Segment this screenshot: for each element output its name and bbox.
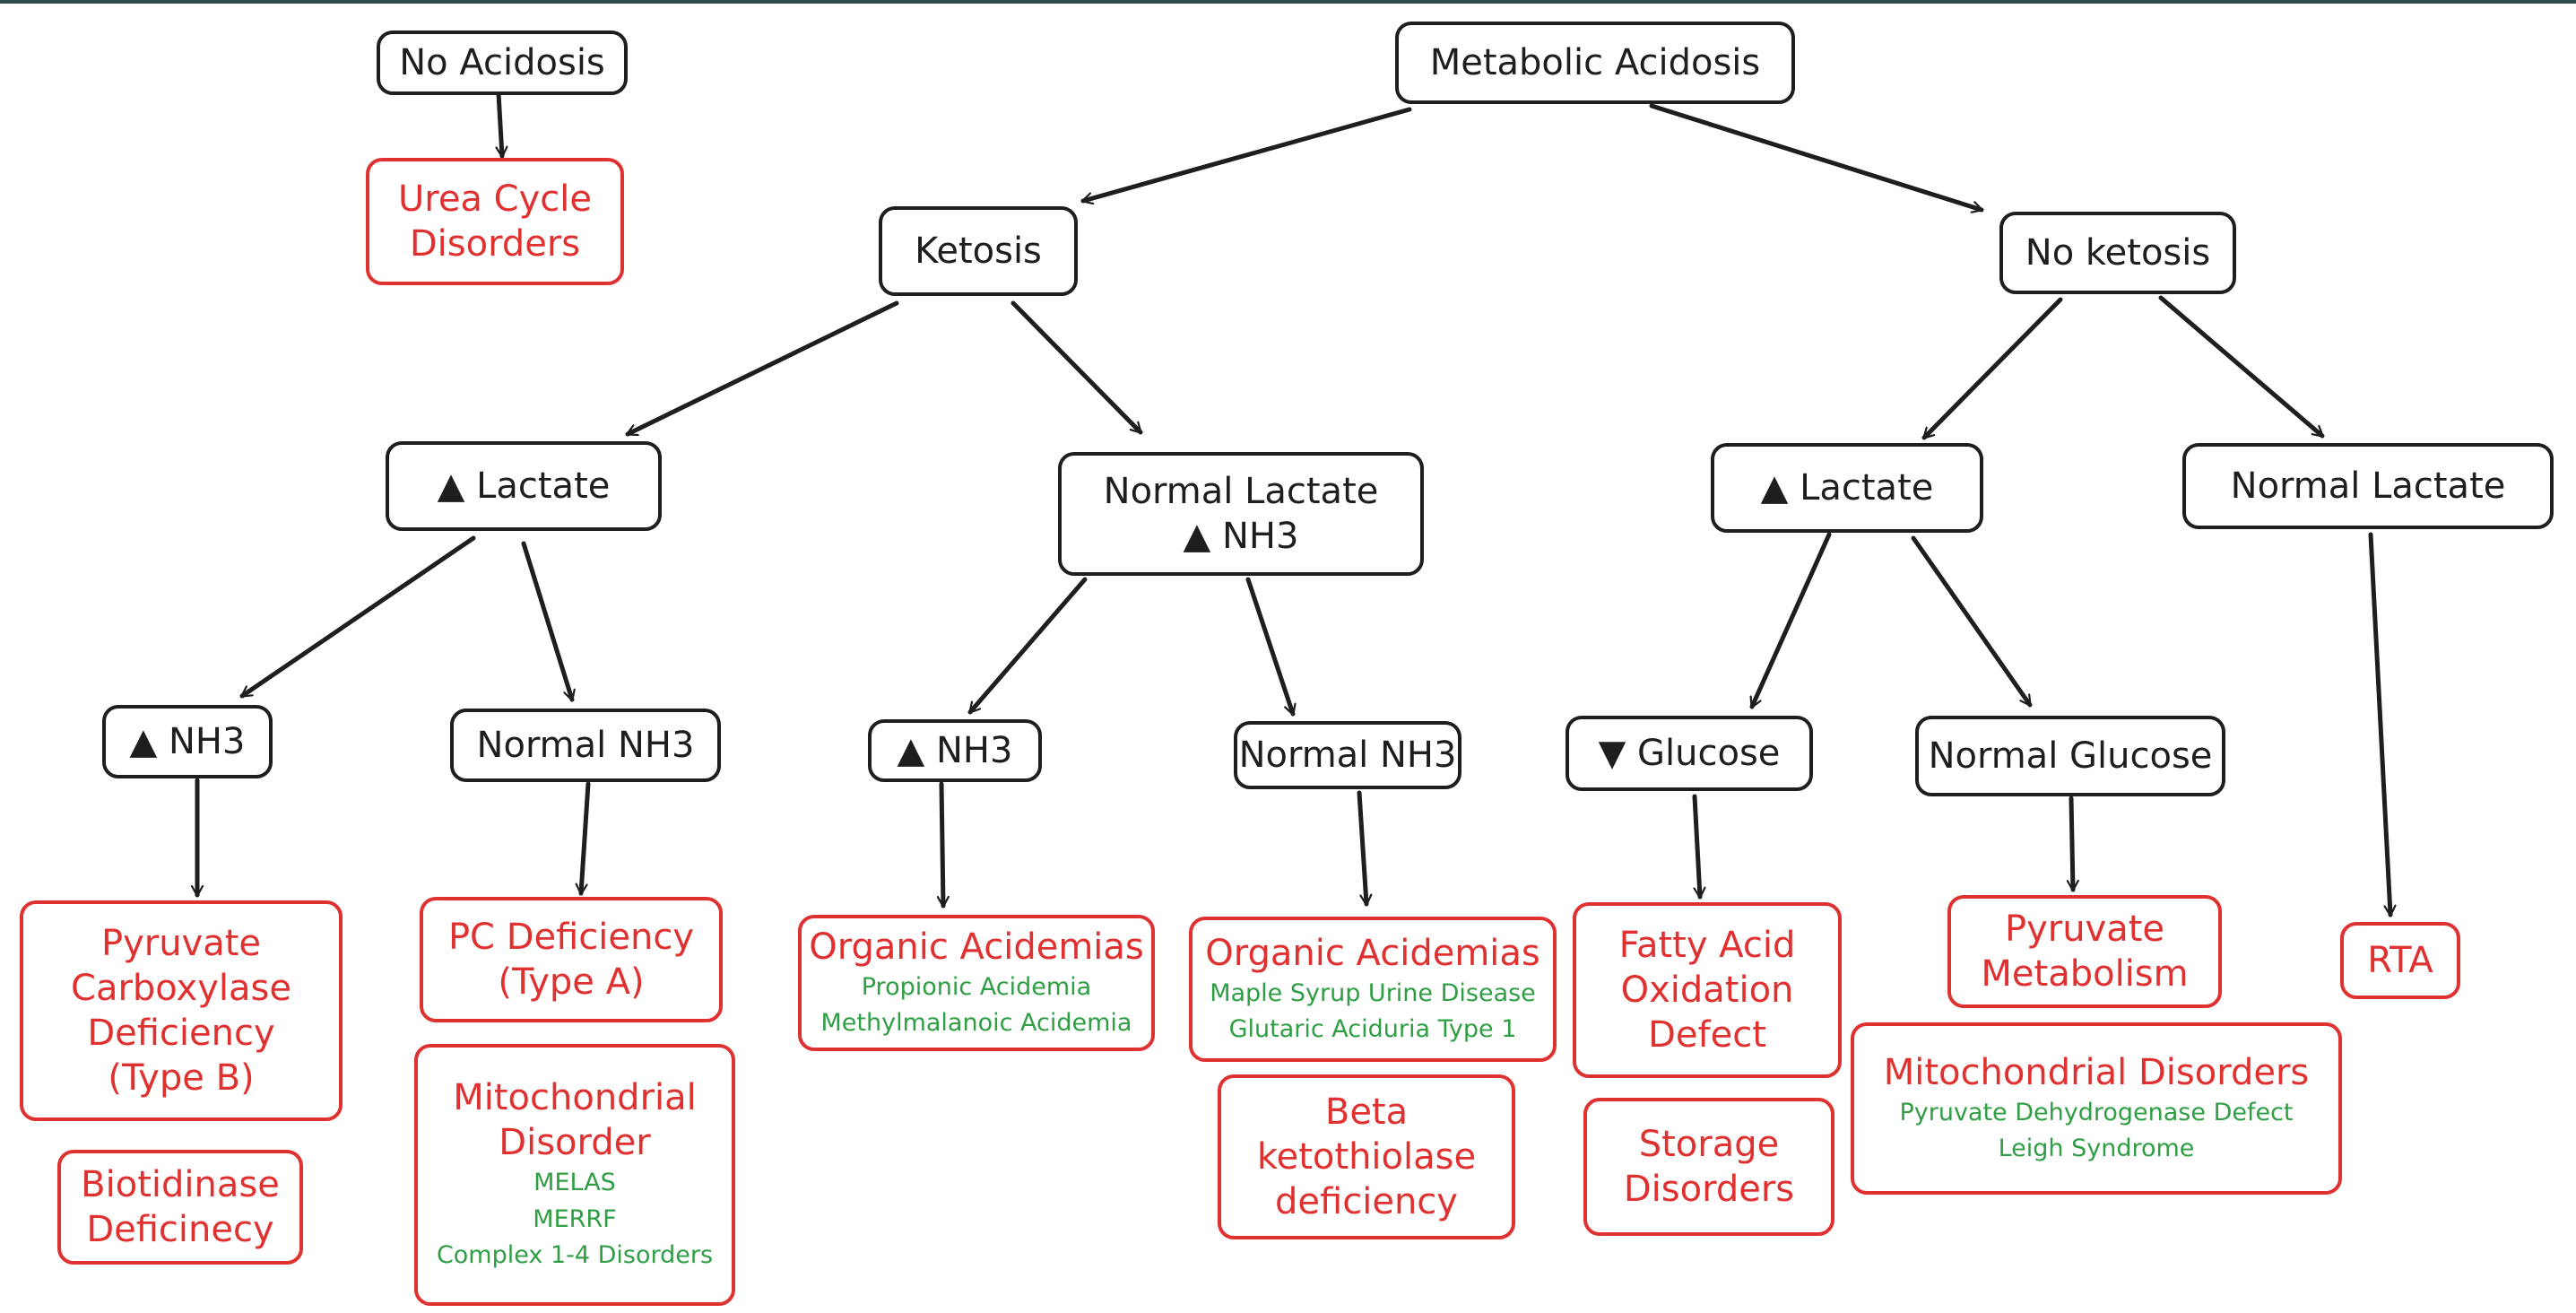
edge-normalnh3-to-pcdeficiency — [581, 781, 591, 896]
ketosis-node: Ketosis — [879, 206, 1078, 296]
node-label-line: Deficinecy — [86, 1209, 274, 1250]
no-ketosis-node: No ketosis — [1999, 212, 2236, 294]
node-label-line: Organic Acidemias — [809, 926, 1144, 968]
normal-lactate-normal-nh3-node: Normal NH3 — [1234, 721, 1461, 789]
node-label-line: Biotidinase — [81, 1164, 280, 1205]
node-label-line: (Type A) — [498, 961, 645, 1003]
edge-highlactate-to-highnh3 — [239, 535, 476, 699]
node-label-line: Carboxylase — [71, 968, 291, 1009]
no-ketosis-normal-lactate-node: Normal Lactate — [2182, 443, 2554, 529]
edge-highlactate-to-lowglucose — [1749, 532, 1832, 709]
edge-noketosis-to-highlactate — [1921, 297, 2063, 440]
pc-deficiency-type-a-node: PC Deficiency(Type A) — [420, 897, 723, 1022]
edge-highlactate-to-normalglucose — [1911, 535, 2033, 708]
high-lactate-high-nh3-node: ▲ NH3 — [102, 705, 273, 778]
node-detail-line: MELAS — [533, 1169, 616, 1197]
edge-metabolic-to-noketosis — [1649, 103, 1984, 210]
node-label-line: Normal Lactate — [1103, 471, 1379, 512]
window-top-border — [0, 0, 2576, 4]
edge-normallactate-to-highnh3 — [967, 577, 1088, 715]
node-label-line: Metabolic Acidosis — [1429, 42, 1761, 83]
edge-noacidosis-to-urea — [499, 91, 502, 159]
edge-normalglucose-to-pyruvatemetabolism — [2071, 796, 2073, 892]
edge-ketosis-to-highlactate — [625, 300, 899, 437]
node-detail-line: Pyruvate Dehydrogenase Defect — [1899, 1098, 2294, 1126]
edge-normallactate-to-rta — [2368, 532, 2390, 917]
rta-node: RTA — [2340, 922, 2460, 999]
node-label-line: ▲ NH3 — [897, 730, 1013, 771]
node-label-line: PC Deficiency — [447, 917, 695, 958]
edge-metabolic-to-ketosis — [1080, 107, 1412, 201]
node-label-line: Oxidation — [1620, 970, 1794, 1011]
node-label-line: ketothiolase — [1256, 1136, 1477, 1178]
node-label-line: Urea Cycle — [398, 178, 592, 220]
node-detail-line: Propionic Acidemia — [861, 972, 1092, 1001]
node-label-line: ▲ Lactate — [437, 465, 611, 507]
node-label-line: Ketosis — [915, 230, 1042, 272]
node-label-line: Mitochondrial — [453, 1077, 697, 1119]
edge-highlactate-to-normalnh3 — [521, 541, 572, 702]
node-label-line: Metabolism — [1981, 953, 2189, 995]
node-label-line: Storage — [1638, 1124, 1780, 1165]
node-label-line: Normal Lactate — [2230, 465, 2506, 507]
node-label-line: ▲ NH3 — [1183, 516, 1299, 557]
node-label-line: Organic Acidemias — [1205, 932, 1540, 974]
node-label-line: Pyruvate — [2004, 909, 2165, 950]
edge-normalnh3-to-organicacidemias — [1357, 790, 1366, 907]
node-label-line: (Type B) — [108, 1057, 255, 1099]
node-detail-line: Leigh Syndrome — [1998, 1135, 2195, 1162]
normal-lactate-high-nh3-node: ▲ NH3 — [868, 719, 1042, 782]
node-label-line: Pyruvate — [100, 923, 262, 964]
node-detail-line: Glutaric Aciduria Type 1 — [1228, 1015, 1517, 1043]
ketosis-normal-lactate-high-nh3-node: Normal Lactate▲ NH3 — [1058, 452, 1424, 576]
node-label-line: No ketosis — [2025, 232, 2211, 274]
node-label-line: deficiency — [1275, 1181, 1458, 1222]
no-ketosis-high-lactate-node: ▲ Lactate — [1711, 443, 1983, 533]
node-detail-line: MERRF — [533, 1204, 617, 1233]
node-label-line: Normal NH3 — [476, 725, 695, 766]
node-label-line: Normal Glucose — [1928, 735, 2213, 777]
no-acidosis-node: No Acidosis — [377, 30, 628, 95]
node-label-line: Defect — [1648, 1014, 1766, 1056]
node-label-line: Disorders — [1623, 1169, 1795, 1210]
node-label-line: RTA — [2367, 940, 2433, 981]
node-label-line: ▲ Lactate — [1760, 467, 1934, 509]
edge-lowglucose-to-fattyacid — [1692, 794, 1700, 900]
node-label-line: No Acidosis — [399, 42, 605, 83]
node-label-line: ▼ Glucose — [1598, 733, 1781, 774]
node-label-line: Fatty Acid — [1618, 925, 1796, 966]
node-detail-line: Methylmalanoic Acidemia — [820, 1009, 1132, 1037]
low-glucose-node: ▼ Glucose — [1566, 716, 1813, 791]
node-detail-line: Complex 1-4 Disorders — [436, 1241, 714, 1270]
node-label-line: Normal NH3 — [1238, 735, 1457, 776]
node-label-line: Disorder — [499, 1122, 651, 1164]
node-detail-line: Maple Syrup Urine Disease — [1210, 978, 1536, 1007]
edge-highnh3-to-organicacidemias — [941, 781, 943, 909]
edge-normallactate-to-normalnh3 — [1245, 577, 1293, 717]
node-label-line: Disorders — [409, 223, 581, 265]
node-label-line: Deficiency — [87, 1013, 275, 1054]
edge-noketosis-to-normallactate — [2158, 295, 2325, 439]
edge-ketosis-to-normallactate — [1010, 300, 1143, 435]
high-lactate-normal-nh3-node: Normal NH3 — [450, 709, 721, 782]
ketosis-high-lactate-node: ▲ Lactate — [386, 441, 662, 531]
metabolic-acidosis-node: Metabolic Acidosis — [1395, 22, 1795, 104]
node-label-line: ▲ NH3 — [129, 721, 246, 762]
normal-glucose-node: Normal Glucose — [1915, 716, 2225, 796]
node-label-line: Beta — [1324, 1091, 1409, 1133]
node-label-line: Mitochondrial Disorders — [1883, 1051, 2310, 1093]
